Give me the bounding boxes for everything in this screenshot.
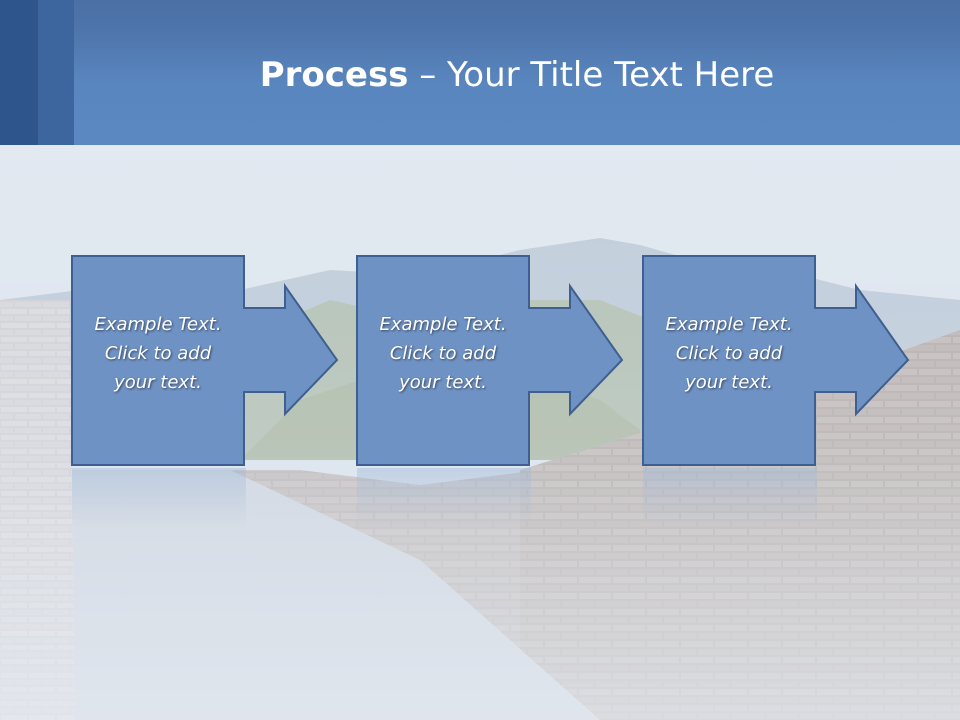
title-rest: – Your Title Text Here: [408, 55, 775, 95]
step-text-line: Click to add: [389, 343, 497, 364]
step-text-line: Example Text.: [665, 314, 793, 335]
step-reflection: [643, 468, 817, 528]
arrow-box-shape: [71, 255, 339, 466]
step-text-line: your text.: [399, 372, 487, 393]
title-bold: Process: [259, 55, 409, 95]
arrow-box-shape: [642, 255, 910, 466]
step-reflection: [357, 468, 531, 528]
step-text-line: Click to add: [104, 343, 212, 364]
step-reflection: [72, 468, 246, 528]
accent-stripe-mid: [38, 0, 74, 145]
title-bar: Process – Your Title Text Here: [0, 0, 960, 145]
step-text-line: Click to add: [675, 343, 783, 364]
process-step-1[interactable]: Example Text. Click to add your text.: [71, 255, 412, 468]
step-text-line: your text.: [114, 372, 202, 393]
step-text-line: Example Text.: [379, 314, 507, 335]
arrow-box-shape: [356, 255, 624, 466]
step-text[interactable]: Example Text. Click to add your text.: [357, 310, 529, 397]
step-text-line: Example Text.: [94, 314, 222, 335]
process-step-2[interactable]: Example Text. Click to add your text.: [356, 255, 697, 468]
step-text-line: your text.: [685, 372, 773, 393]
step-text[interactable]: Example Text. Click to add your text.: [72, 310, 244, 397]
step-text[interactable]: Example Text. Click to add your text.: [643, 310, 815, 397]
process-step-3[interactable]: Example Text. Click to add your text.: [642, 255, 960, 468]
header-gradient: [74, 0, 960, 145]
slide-title[interactable]: Process – Your Title Text Here: [74, 52, 960, 98]
accent-stripe-dark: [0, 0, 38, 145]
